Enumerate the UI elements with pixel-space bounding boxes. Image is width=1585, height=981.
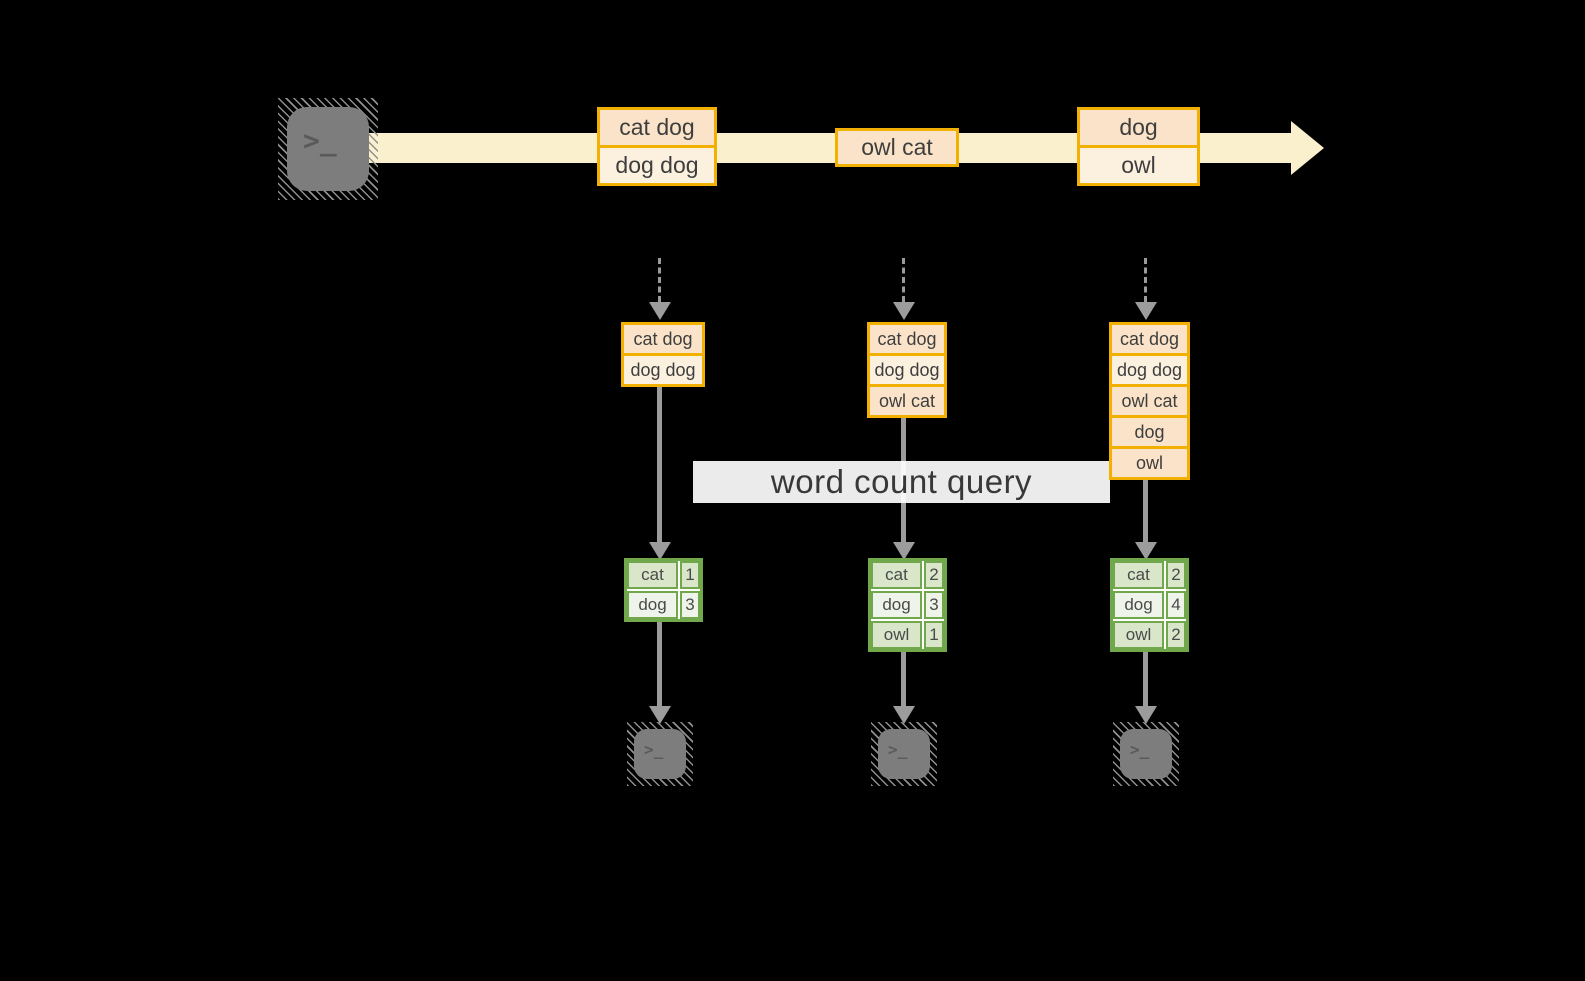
stream-event-row: dog — [1080, 110, 1197, 145]
state-row: dog — [1112, 418, 1187, 446]
count-word-cell: cat — [1113, 561, 1164, 589]
state-box: cat dog dog dog owl cat dog owl — [1109, 322, 1190, 480]
result-arrowhead-icon — [893, 706, 915, 724]
query-arrowhead-icon — [1135, 542, 1157, 560]
state-row: dog dog — [1112, 356, 1187, 384]
batch-arrowhead-icon — [649, 302, 671, 320]
count-value-cell: 2 — [1166, 561, 1186, 589]
batch-arrowhead-icon — [893, 302, 915, 320]
terminal-screen: >_ — [634, 729, 686, 779]
terminal-screen: >_ — [878, 729, 930, 779]
terminal-prompt-icon: >_ — [888, 740, 908, 759]
stream-event-box: owl cat — [835, 128, 959, 167]
stream-event-row: dog dog — [600, 148, 714, 183]
stream-event-row: cat dog — [600, 110, 714, 145]
count-value-cell: 4 — [1166, 591, 1186, 619]
state-row: owl cat — [870, 387, 944, 415]
result-arrowhead-icon — [649, 706, 671, 724]
query-arrow — [657, 386, 662, 542]
stream-event-row: owl cat — [838, 131, 956, 164]
count-word-cell: dog — [871, 591, 922, 619]
batch-arrow-dashed — [1144, 258, 1147, 302]
result-arrow — [1143, 652, 1148, 706]
batch-arrow-dashed — [902, 258, 905, 302]
terminal-screen: >_ — [1120, 729, 1172, 779]
batch-arrow-dashed — [658, 258, 661, 302]
stream-event-box: dog owl — [1077, 107, 1200, 186]
query-arrowhead-icon — [649, 542, 671, 560]
terminal-prompt-icon: >_ — [644, 740, 664, 759]
state-row: owl — [1112, 449, 1187, 477]
result-arrowhead-icon — [1135, 706, 1157, 724]
count-table: cat 2 dog 3 owl 1 — [868, 558, 947, 652]
stream-event-row: owl — [1080, 148, 1197, 183]
count-word-cell: owl — [871, 621, 922, 649]
terminal-screen: >_ — [287, 107, 369, 191]
state-row: dog dog — [870, 356, 944, 384]
terminal-prompt-icon: >_ — [1130, 740, 1150, 759]
count-word-cell: dog — [1113, 591, 1164, 619]
state-row: dog dog — [624, 356, 702, 384]
state-box: cat dog dog dog owl cat — [867, 322, 947, 418]
result-arrow — [901, 652, 906, 706]
sink-terminal-icon: >_ — [627, 722, 693, 786]
state-row: owl cat — [1112, 387, 1187, 415]
query-banner: word count query — [693, 461, 1110, 503]
count-table: cat 2 dog 4 owl 2 — [1110, 558, 1189, 652]
stream-arrowhead-icon — [1291, 121, 1324, 175]
count-word-cell: cat — [627, 561, 678, 589]
count-value-cell: 2 — [1166, 621, 1186, 649]
state-row: cat dog — [870, 325, 944, 353]
count-value-cell: 2 — [924, 561, 944, 589]
terminal-prompt-icon: >_ — [303, 124, 337, 157]
count-word-cell: owl — [1113, 621, 1164, 649]
count-value-cell: 1 — [924, 621, 944, 649]
query-arrow — [1143, 476, 1148, 542]
sink-terminal-icon: >_ — [1113, 722, 1179, 786]
stream-event-box: cat dog dog dog — [597, 107, 717, 186]
source-terminal-icon: >_ — [278, 98, 378, 200]
query-arrowhead-icon — [893, 542, 915, 560]
count-table: cat 1 dog 3 — [624, 558, 703, 622]
sink-terminal-icon: >_ — [871, 722, 937, 786]
batch-arrowhead-icon — [1135, 302, 1157, 320]
count-value-cell: 1 — [680, 561, 700, 589]
count-value-cell: 3 — [680, 591, 700, 619]
state-row: cat dog — [1112, 325, 1187, 353]
count-word-cell: dog — [627, 591, 678, 619]
count-value-cell: 3 — [924, 591, 944, 619]
result-arrow — [657, 622, 662, 706]
count-word-cell: cat — [871, 561, 922, 589]
state-row: cat dog — [624, 325, 702, 353]
state-box: cat dog dog dog — [621, 322, 705, 387]
